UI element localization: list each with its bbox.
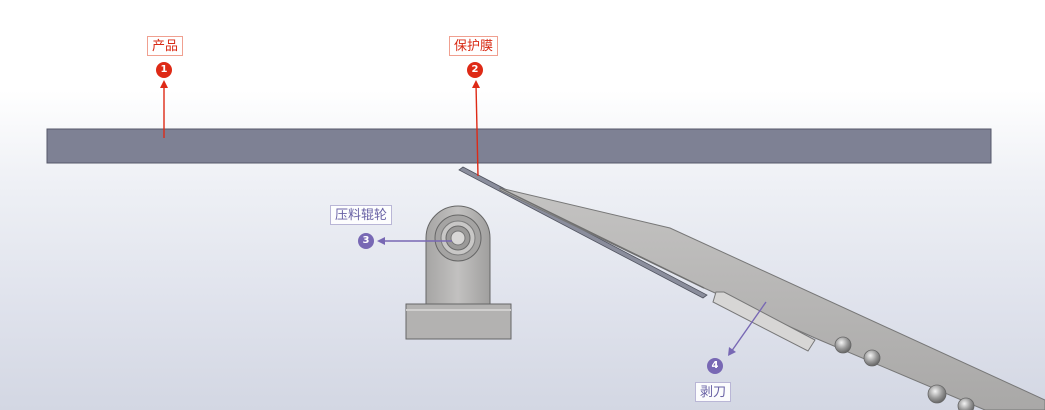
callout-arrow-2 xyxy=(472,80,480,177)
callout-arrow-1 xyxy=(160,80,168,138)
blade-hole xyxy=(834,336,852,354)
blade-hole xyxy=(927,384,947,404)
callout-arrow-3 xyxy=(377,237,452,245)
callout-badge-3: 3 xyxy=(358,233,374,249)
roller-hub xyxy=(450,230,466,246)
callout-arrow-4 xyxy=(728,301,767,356)
callout-label-product: 产品 xyxy=(147,36,184,56)
blade-hole xyxy=(957,397,975,410)
blade-hole xyxy=(863,349,881,367)
callout-label-press-roller: 压料辊轮 xyxy=(330,205,393,225)
peeling-blade xyxy=(499,187,1045,410)
blade-edge xyxy=(499,187,705,289)
callout-label-peeling-blade: 剥刀 xyxy=(695,382,732,402)
callout-badge-4: 4 xyxy=(707,358,723,374)
product-plate xyxy=(46,128,992,164)
callout-badge-2: 2 xyxy=(467,62,483,78)
blade-slot xyxy=(712,291,816,352)
callout-badge-1: 1 xyxy=(156,62,172,78)
callout-label-protective-film: 保护膜 xyxy=(449,36,499,56)
press-roller-assembly xyxy=(405,205,512,340)
